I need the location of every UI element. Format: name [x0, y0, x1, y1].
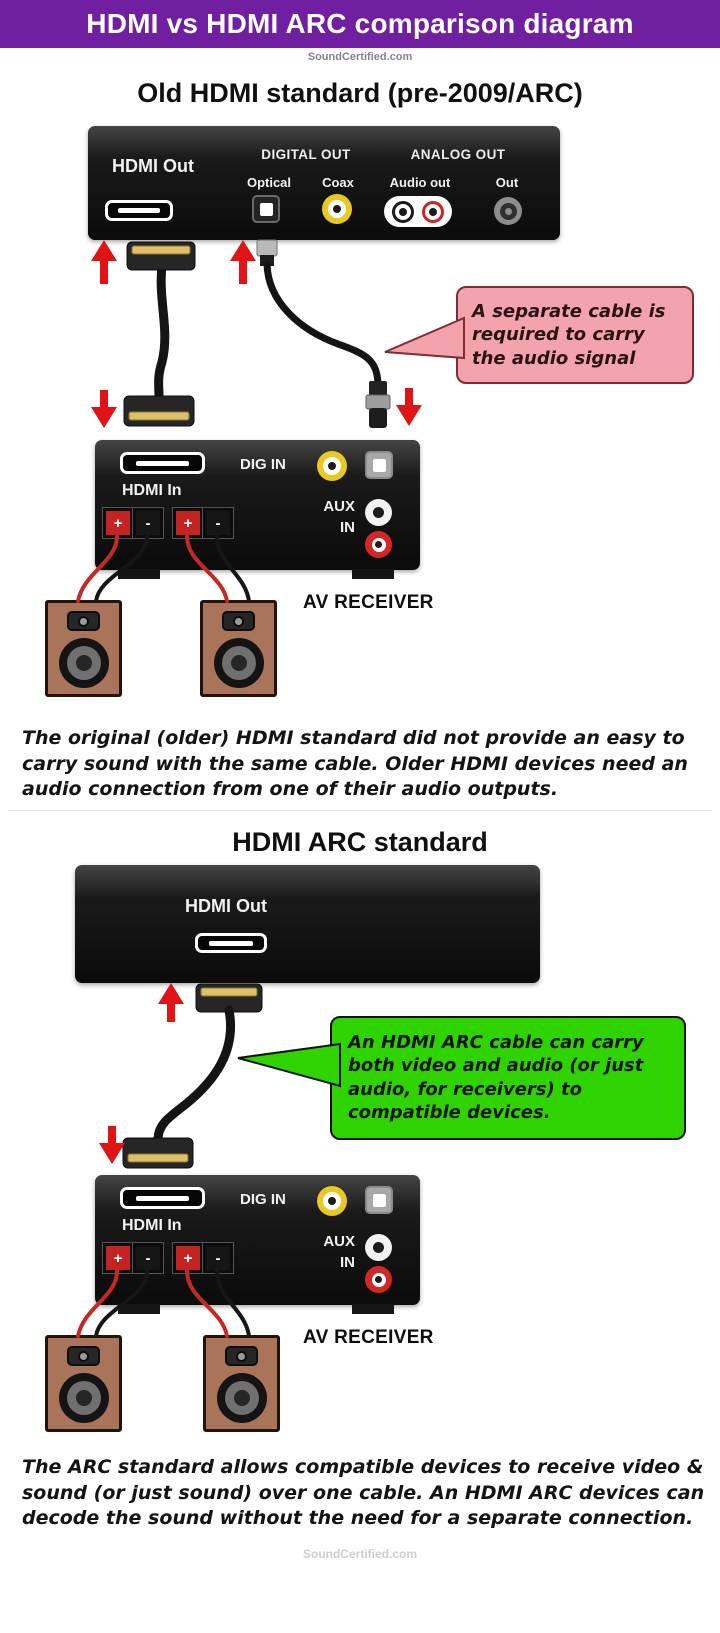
- hdmi-arc-cable: [122, 983, 263, 1169]
- section-divider: [8, 810, 712, 811]
- hdmi-in-label: HDMI In: [122, 482, 182, 499]
- up-arrow-audio-old: [230, 240, 256, 284]
- site-link-bottom[interactable]: SoundCertified.com: [302, 1547, 417, 1561]
- coax-out-jack: [322, 194, 352, 224]
- hdmi-out-label: HDMI Out: [185, 896, 267, 916]
- hdmi-slot: [117, 208, 161, 213]
- analog-out-label: ANALOG OUT: [410, 147, 506, 162]
- aux-label: AUX: [323, 1233, 355, 1250]
- aux-in-label: IN: [340, 1254, 355, 1271]
- speaker-terminal-positive: +: [173, 1243, 203, 1273]
- out-label: Out: [495, 175, 519, 190]
- coax-digital-in-jack: [317, 451, 347, 481]
- speaker-terminal-negative: -: [203, 1243, 233, 1273]
- old-section-caption: The original (older) HDMI standard did n…: [22, 727, 688, 801]
- tweeter: [225, 1346, 258, 1366]
- aux-out-jack: [494, 197, 522, 225]
- speaker-left: [45, 1335, 122, 1432]
- header-banner: HDMI vs HDMI ARC comparison diagram: [0, 0, 720, 48]
- av-receiver-panel-old: HDMI In DIG IN + - + - AUX IN: [95, 440, 420, 570]
- aux-in-white-jack: [365, 1234, 392, 1261]
- speaker-terminal-negative: -: [133, 508, 163, 538]
- speaker-left: [45, 600, 122, 697]
- page-title: HDMI vs HDMI ARC comparison diagram: [86, 8, 634, 39]
- arc-section-caption: The ARC standard allows compatible devic…: [22, 1456, 705, 1530]
- hdmi-in-port: [120, 1187, 205, 1209]
- separate-cable-callout: A separate cable is required to carry th…: [456, 286, 694, 385]
- audio-out-jacks: [384, 196, 452, 227]
- down-arrow-arc: [99, 1126, 125, 1164]
- hdmi-cable-old: [123, 241, 196, 427]
- optical-digital-in-port: [365, 451, 393, 479]
- up-arrow-hdmi-old: [91, 240, 117, 284]
- receiver-feet-old: [118, 569, 394, 579]
- dig-in-label: DIG IN: [240, 456, 286, 473]
- tweeter: [222, 611, 255, 631]
- woofer: [214, 638, 264, 688]
- hdmi-out-port: [195, 933, 267, 953]
- aux-in-white-jack: [365, 499, 392, 526]
- dig-in-label: DIG IN: [240, 1191, 286, 1208]
- tweeter-dome: [236, 1350, 247, 1362]
- audio-out-label: Audio out: [389, 175, 451, 190]
- tweeter-dome: [78, 615, 89, 627]
- aux-in-red-jack: [365, 1266, 392, 1293]
- hdmi-in-port: [120, 452, 205, 474]
- optical-digital-in-port: [365, 1186, 393, 1214]
- hdmi-out-label: HDMI Out: [112, 156, 194, 176]
- speaker-terminal-positive: +: [103, 1243, 133, 1273]
- rca-white-jack: [392, 200, 414, 223]
- hdmi-slot: [135, 1195, 190, 1201]
- optical-out-port: [252, 195, 280, 223]
- site-link-top[interactable]: SoundCertified.com: [307, 51, 413, 63]
- optical-window: [259, 202, 273, 216]
- aux-in-red-jack: [365, 531, 392, 558]
- up-arrow-arc: [158, 983, 184, 1022]
- optical-window: [372, 1193, 386, 1207]
- hdmi-in-label: HDMI In: [122, 1217, 182, 1234]
- speaker-terminal-positive: +: [103, 508, 133, 538]
- speaker-terminal-positive: +: [173, 508, 203, 538]
- source-device-panel-old: HDMI Out DIGITAL OUT Optical Coax ANALOG…: [88, 126, 560, 240]
- tweeter-dome: [233, 615, 244, 627]
- source-device-panel-arc: HDMI Out: [75, 865, 540, 983]
- hdmi-out-port: [105, 200, 173, 221]
- coax-digital-in-jack: [317, 1186, 347, 1216]
- optical-audio-cable: [256, 239, 391, 428]
- pink-callout-tail: [384, 316, 465, 360]
- av-receiver-panel-arc: HDMI In DIG IN + - + - AUX IN: [95, 1175, 420, 1305]
- old-section-title: Old HDMI standard (pre-2009/ARC): [137, 78, 583, 108]
- arc-section-title: HDMI ARC standard: [232, 827, 488, 857]
- optical-window: [372, 458, 386, 472]
- tweeter: [67, 1346, 100, 1366]
- down-arrow-audio-old: [396, 388, 422, 426]
- tweeter-dome: [78, 1350, 89, 1362]
- speaker-right: [203, 1335, 280, 1432]
- receiver-feet-arc: [118, 1304, 394, 1314]
- hdmi-slot: [135, 460, 190, 466]
- speaker-right: [200, 600, 277, 697]
- av-receiver-label: AV RECEIVER: [303, 1327, 434, 1348]
- av-receiver-label: AV RECEIVER: [303, 592, 434, 613]
- woofer: [217, 1373, 267, 1423]
- aux-label: AUX: [323, 498, 355, 515]
- green-callout-tail: [237, 1042, 341, 1088]
- coax-label: Coax: [322, 175, 354, 190]
- woofer: [59, 638, 109, 688]
- optical-label: Optical: [246, 175, 292, 190]
- tweeter: [67, 611, 100, 631]
- hdmi-slot: [208, 940, 254, 946]
- speaker-terminal-negative: -: [203, 508, 233, 538]
- aux-in-label: IN: [340, 519, 355, 536]
- woofer: [59, 1373, 109, 1423]
- digital-out-label: DIGITAL OUT: [261, 147, 351, 162]
- rca-red-jack: [422, 200, 444, 223]
- arc-cable-callout: An HDMI ARC cable can carry both video a…: [330, 1016, 686, 1140]
- speaker-terminal-negative: -: [133, 1243, 163, 1273]
- down-arrow-hdmi-old: [91, 390, 117, 428]
